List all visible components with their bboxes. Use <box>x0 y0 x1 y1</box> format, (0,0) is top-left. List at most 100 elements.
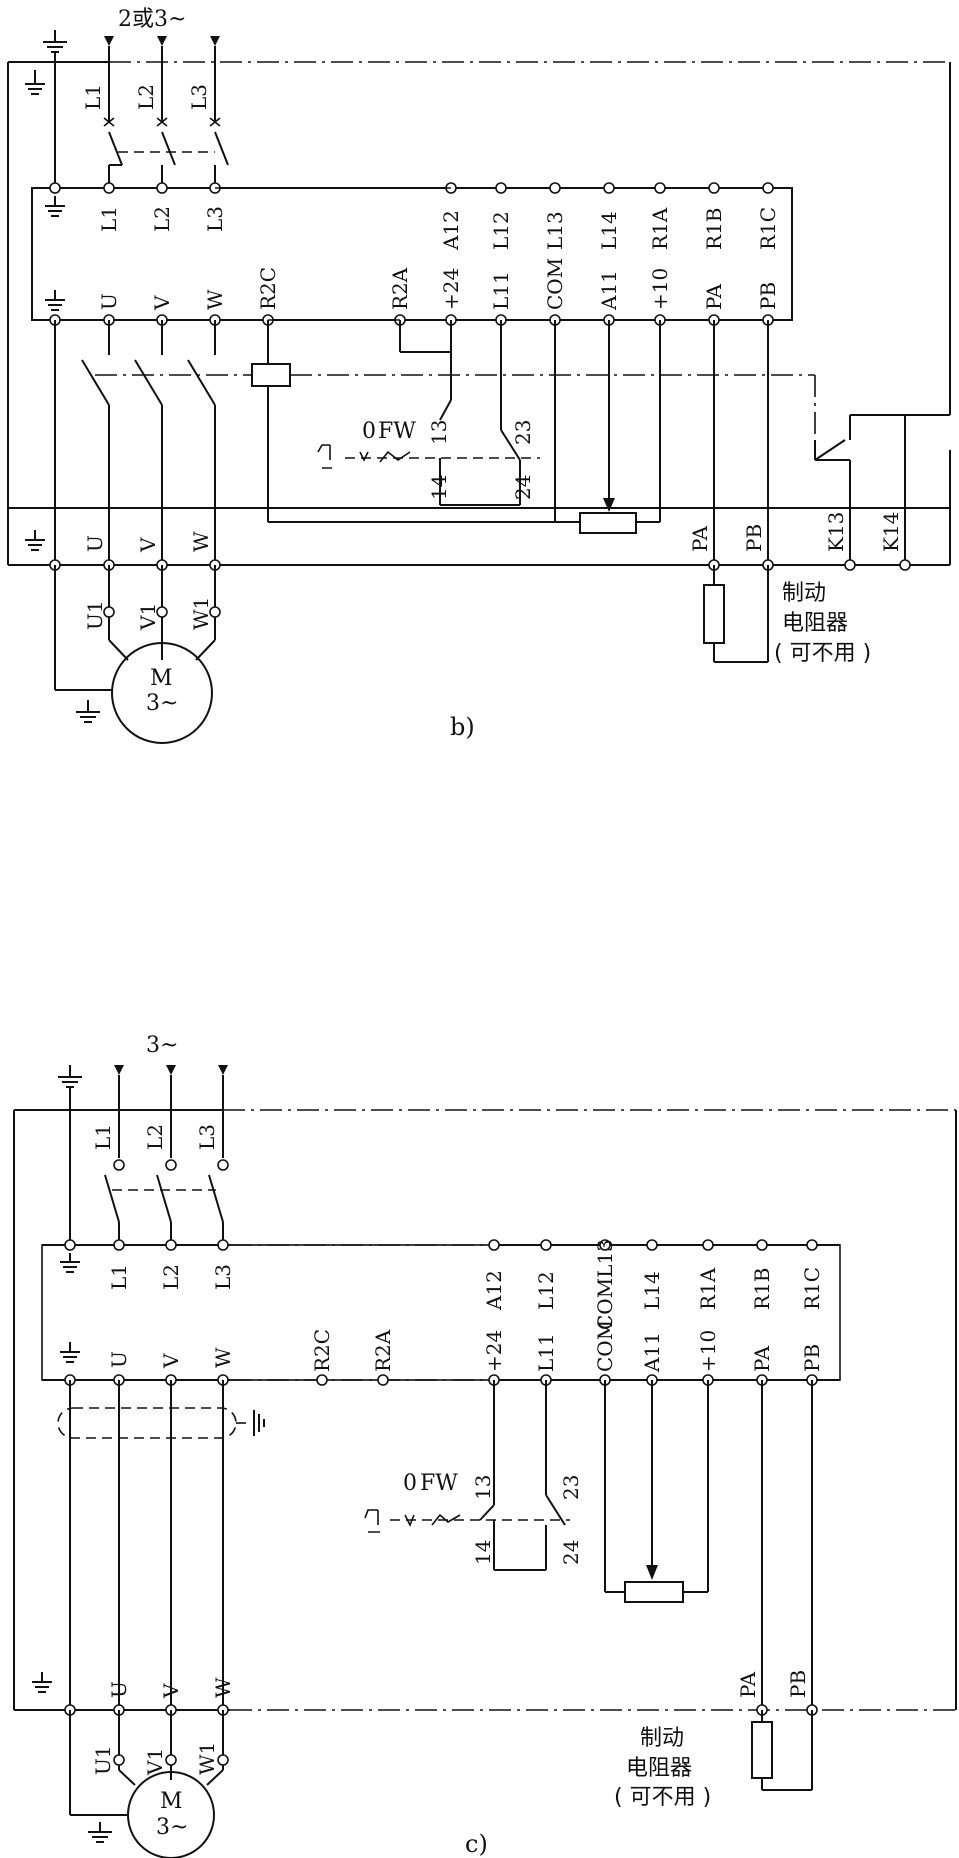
svg-text:PB: PB <box>742 524 766 552</box>
supply-terminal-l1-b: L1 <box>81 84 105 110</box>
motor-name-c: M <box>160 1789 183 1814</box>
switch-fw-c: FW <box>420 1471 458 1496</box>
top-terminal-labels-b: L1 L2 L3 A12 L12 L13 L14 R1A R1B R1C <box>97 206 780 251</box>
potentiometer-c <box>624 1581 684 1603</box>
svg-text:L12: L12 <box>534 1271 558 1310</box>
brake-label-1-b: 制动 <box>782 581 826 606</box>
svg-text:14: 14 <box>471 1540 495 1565</box>
diagram-c: 3~ L1 L2 L3 <box>13 1033 957 1858</box>
svg-text:R2A: R2A <box>371 1329 395 1372</box>
caption-c: c) <box>465 1830 488 1858</box>
supply-terminal-labels-c: L1 L2 L3 <box>91 1124 219 1150</box>
svg-text:+24: +24 <box>482 1330 506 1372</box>
svg-text:PB: PB <box>800 1344 824 1372</box>
motor-terminal-labels-c: U1 V1 W1 <box>91 1742 219 1776</box>
switch-fw-b: FW <box>378 419 416 444</box>
supply-terminal-l2-b: L2 <box>134 84 158 110</box>
svg-text:R1A: R1A <box>696 1267 720 1310</box>
svg-text:U: U <box>107 1681 131 1698</box>
svg-text:L2: L2 <box>150 206 174 232</box>
svg-text:13: 13 <box>471 1475 495 1500</box>
brake-resistor-c <box>751 1721 773 1779</box>
svg-text:W: W <box>203 289 227 310</box>
svg-text:R2A: R2A <box>388 267 412 310</box>
brake-label-2-c: 电阻器 <box>626 1756 692 1781</box>
bottom-terminal-labels-c: U V W PA PB <box>107 1670 810 1699</box>
svg-text:L11: L11 <box>534 1333 558 1372</box>
svg-text:L2: L2 <box>159 1264 183 1290</box>
svg-text:W: W <box>211 1677 235 1698</box>
svg-text:A12: A12 <box>439 210 463 251</box>
svg-text:W: W <box>189 531 213 552</box>
svg-text:L1: L1 <box>107 1264 131 1290</box>
supply-label-b: 2或3~ <box>118 7 186 32</box>
svg-text:24: 24 <box>511 475 535 500</box>
switch-pos0-c: 0 <box>403 1471 417 1496</box>
svg-text:+24: +24 <box>439 268 463 310</box>
mid-terminal-labels-b: U V W R2C R2A +24 L11 COM A11 +10 PA PB <box>97 258 780 311</box>
svg-text:R2C: R2C <box>256 267 280 310</box>
brake-resistor-b <box>703 584 725 644</box>
mid-terminals-c <box>64 1374 818 1386</box>
svg-text:L11: L11 <box>489 271 513 310</box>
svg-text:A11: A11 <box>597 270 621 311</box>
brake-label-2-b: 电阻器 <box>782 611 848 636</box>
svg-text:V1: V1 <box>136 603 160 631</box>
svg-text:K13: K13 <box>824 512 848 552</box>
svg-text:L14: L14 <box>640 1271 664 1310</box>
svg-text:A11: A11 <box>640 1332 664 1373</box>
bottom-terminal-labels-b: U V W PA PB K13 K14 <box>83 512 903 553</box>
svg-text:23: 23 <box>511 420 535 445</box>
svg-text:U: U <box>83 535 107 552</box>
motor-type-b: 3~ <box>146 691 178 716</box>
svg-text:COM: COM <box>543 258 567 310</box>
svg-text:PB: PB <box>786 1670 810 1698</box>
svg-text:24: 24 <box>559 1540 583 1565</box>
svg-text:+10: +10 <box>696 1330 720 1372</box>
svg-text:L3: L3 <box>203 206 227 232</box>
svg-text:V: V <box>150 295 174 311</box>
shielded-cable <box>57 1407 237 1439</box>
brake-label-3-b: ( 可不用 ) <box>774 641 871 666</box>
svg-text:PA: PA <box>736 1671 760 1698</box>
svg-text:K14: K14 <box>879 512 903 552</box>
svg-text:A12: A12 <box>482 1270 506 1311</box>
svg-text:L1: L1 <box>97 206 121 232</box>
svg-text:U1: U1 <box>91 1745 115 1775</box>
top-terminal-labels-c: L1 L2 L3 A12 L12 COML13 L14 R1A R1B R1C <box>107 1239 824 1330</box>
svg-text:23: 23 <box>559 1475 583 1500</box>
svg-text:PA: PA <box>702 283 726 310</box>
svg-text:COM: COM <box>593 1320 617 1372</box>
svg-text:U: U <box>97 293 121 310</box>
svg-text:R1B: R1B <box>702 208 726 250</box>
caption-b: b) <box>450 713 475 741</box>
svg-text:L3: L3 <box>211 1264 235 1290</box>
motor-name-b: M <box>150 666 173 691</box>
motor-terminal-labels-b: U1 V1 W1 <box>83 597 213 631</box>
diagram-b: 2或3~ <box>7 7 951 744</box>
svg-text:W1: W1 <box>195 1742 219 1775</box>
svg-text:V: V <box>136 537 160 553</box>
top-terminals-b <box>49 182 774 194</box>
svg-text:V1: V1 <box>143 1748 167 1776</box>
svg-text:+10: +10 <box>648 268 672 310</box>
svg-text:L12: L12 <box>489 211 513 250</box>
svg-text:L13: L13 <box>543 211 567 250</box>
svg-text:13: 13 <box>427 420 451 445</box>
supply-label-c: 3~ <box>146 1033 178 1058</box>
mid-terminal-labels-c: U V W R2C R2A +24 L11 COM A11 +10 PA PB <box>107 1320 824 1373</box>
svg-text:R1C: R1C <box>800 1267 824 1310</box>
svg-text:PA: PA <box>750 1345 774 1372</box>
svg-text:R2C: R2C <box>310 1329 334 1372</box>
svg-text:U: U <box>107 1351 131 1368</box>
svg-text:W: W <box>211 1347 235 1368</box>
supply-terminal-l3-b: L3 <box>187 84 211 110</box>
svg-text:U1: U1 <box>83 600 107 630</box>
top-terminals-c <box>64 1239 818 1251</box>
svg-text:PA: PA <box>688 525 712 552</box>
svg-text:L2: L2 <box>143 1124 167 1150</box>
svg-text:R1C: R1C <box>756 207 780 250</box>
brake-label-1-c: 制动 <box>640 1726 684 1751</box>
svg-text:V: V <box>159 1353 183 1369</box>
